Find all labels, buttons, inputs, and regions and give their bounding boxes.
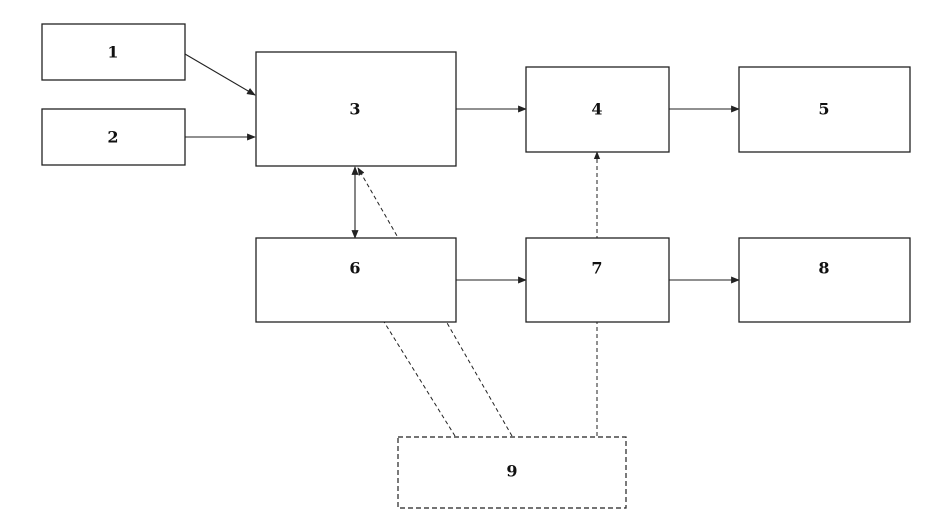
node-2: 2 bbox=[42, 109, 185, 165]
node-1-label: 1 bbox=[107, 43, 118, 62]
node-9-label: 9 bbox=[506, 462, 517, 481]
node-7-label: 7 bbox=[591, 259, 602, 278]
node-1: 1 bbox=[42, 24, 185, 80]
node-8: 8 bbox=[739, 238, 910, 322]
node-6-box bbox=[256, 238, 456, 322]
node-4: 4 bbox=[526, 67, 669, 152]
node-6-label: 6 bbox=[349, 259, 360, 278]
node-8-label: 8 bbox=[818, 259, 829, 278]
node-5: 5 bbox=[739, 67, 910, 152]
node-7-box bbox=[526, 238, 669, 322]
node-6: 6 bbox=[256, 238, 456, 322]
edge-1-to-3 bbox=[185, 54, 255, 95]
node-2-label: 2 bbox=[107, 128, 118, 147]
node-9: 9 bbox=[398, 437, 626, 508]
node-3: 3 bbox=[256, 52, 456, 166]
node-4-label: 4 bbox=[591, 100, 602, 119]
node-3-label: 3 bbox=[349, 100, 360, 119]
node-8-box bbox=[739, 238, 910, 322]
node-5-label: 5 bbox=[818, 100, 829, 119]
node-7: 7 bbox=[526, 238, 669, 322]
